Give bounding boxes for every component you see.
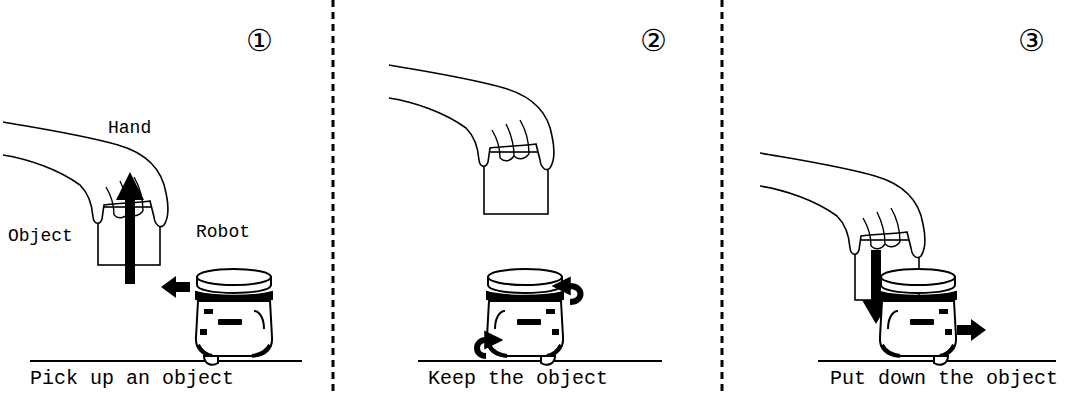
ground-line [30,360,302,362]
robot-drawing [487,269,563,365]
step-caption: Pick up an object [30,368,234,390]
panel-divider [332,0,335,394]
rotate-arrow [477,340,490,356]
rotate-arrow [565,286,581,302]
step-number: ② [640,24,667,57]
step-caption: Put down the object [830,368,1058,390]
hand-drawing [760,153,925,258]
step-number: ③ [1018,24,1045,57]
robot-drawing [196,269,272,365]
step-number: ① [246,24,273,57]
move-arrow [957,319,986,341]
move-arrow [161,276,190,298]
object-box [484,152,548,214]
step-caption: Keep the object [428,368,608,390]
hand-drawing [389,65,554,170]
lift-arrow [116,172,144,284]
part-label: Object [8,227,73,247]
part-label: Hand [108,119,151,139]
panel-divider [721,0,724,394]
part-label: Robot [196,223,250,243]
robot-drawing [880,269,956,365]
